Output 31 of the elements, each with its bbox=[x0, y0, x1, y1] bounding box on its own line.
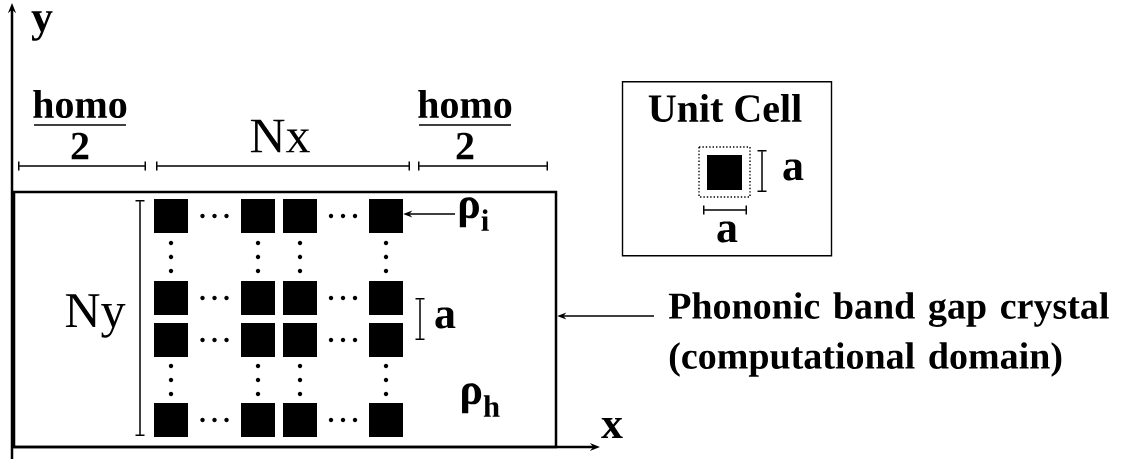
lattice-square bbox=[154, 199, 188, 233]
density-label: ρ$_{i}$ bbox=[459, 197, 489, 231]
dimension-label: a bbox=[435, 307, 456, 329]
lattice-square bbox=[369, 403, 403, 437]
lattice-square bbox=[154, 281, 188, 315]
lattice-square bbox=[283, 403, 317, 437]
dimension-label: 2 bbox=[71, 132, 89, 160]
lattice-square bbox=[283, 281, 317, 315]
dimension-label: 2 bbox=[456, 132, 474, 160]
dimension-label: a bbox=[717, 221, 738, 243]
lattice-square bbox=[154, 403, 188, 437]
lattice-square bbox=[241, 323, 275, 357]
lattice-square bbox=[154, 323, 188, 357]
lattice-square bbox=[241, 281, 275, 315]
lattice-square bbox=[283, 199, 317, 233]
lattice-square bbox=[283, 323, 317, 357]
dimension-label: homo bbox=[33, 89, 127, 119]
dimension-label: Ny bbox=[65, 294, 126, 338]
lattice-square bbox=[241, 199, 275, 233]
dimension-label: a bbox=[783, 159, 804, 181]
lattice-square bbox=[369, 281, 403, 315]
dimension-label: homo bbox=[418, 89, 512, 119]
dimension-label: Nx bbox=[250, 119, 310, 153]
domain-box bbox=[12, 190, 558, 449]
axis-label: x bbox=[601, 417, 623, 439]
axis-label: y bbox=[31, 11, 53, 41]
lattice-square bbox=[241, 403, 275, 437]
lattice-square bbox=[369, 323, 403, 357]
density-label: ρ$_{h}$ bbox=[462, 383, 500, 417]
annotation-text: Phononic band gap crystal (computational domain) bbox=[668, 292, 1109, 377]
lattice-square bbox=[369, 199, 403, 233]
